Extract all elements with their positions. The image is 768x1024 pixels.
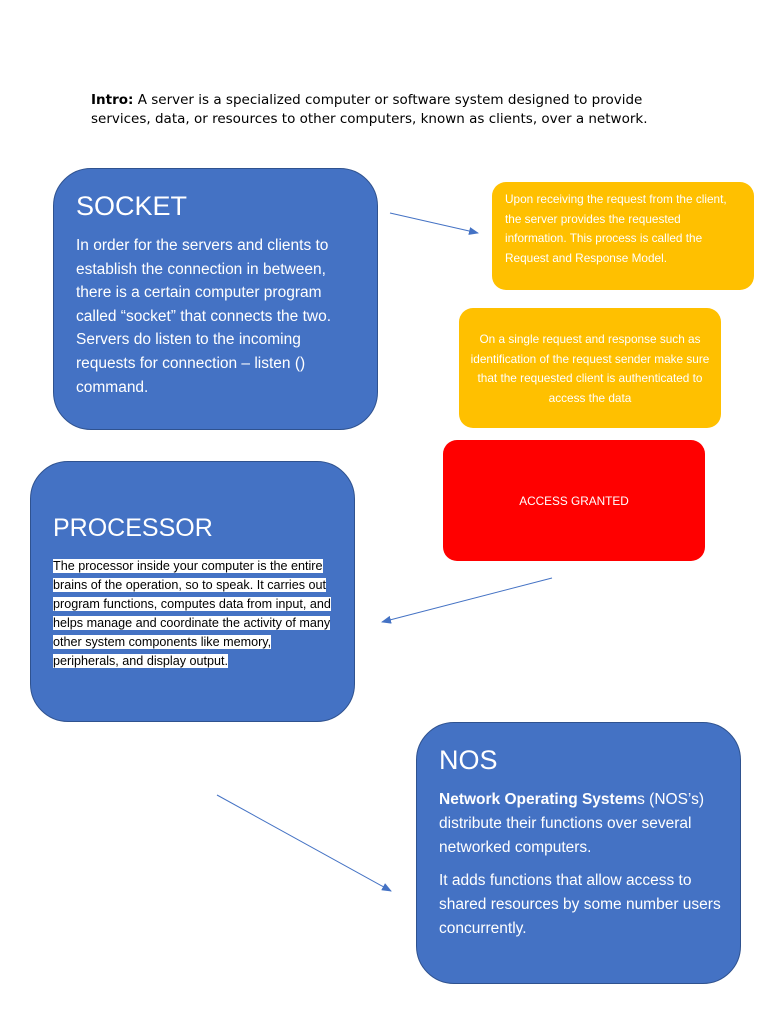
nos-paragraph-2: It adds functions that allow access to s… [439,872,721,937]
access-granted-box: ACCESS GRANTED [443,440,705,561]
socket-box: SOCKET In order for the servers and clie… [53,168,378,430]
nos-title: NOS [439,745,498,775]
arrow-granted-to-processor [381,577,553,624]
socket-title: SOCKET [76,191,188,221]
processor-box: PROCESSOR The processor inside your comp… [30,461,355,722]
intro-text: A server is a specialized computer or so… [91,92,648,127]
intro-label: Intro: [91,92,134,108]
authentication-box: On a single request and response such as… [459,308,721,428]
processor-title: PROCESSOR [53,514,213,542]
socket-body: In order for the servers and clients to … [76,237,332,396]
nos-term-rest: s (NOS’s) distribute their functions ove… [439,791,704,856]
authentication-text: On a single request and response such as… [470,332,710,405]
arrow-processor-to-nos [216,794,392,892]
nos-paragraph-1: Network Operating Systems (NOS’s) distri… [439,788,722,860]
nos-term-bold: Network Operating System [439,791,638,808]
processor-body: The processor inside your computer is th… [53,557,334,671]
request-response-box: Upon receiving the request from the clie… [492,182,754,290]
intro-paragraph: Intro: A server is a specialized compute… [91,91,691,129]
request-response-text: Upon receiving the request from the clie… [505,192,727,265]
access-granted-text: ACCESS GRANTED [519,493,629,508]
nos-box: NOS Network Operating Systems (NOS’s) di… [416,722,741,984]
arrow-socket-to-request [389,212,479,235]
